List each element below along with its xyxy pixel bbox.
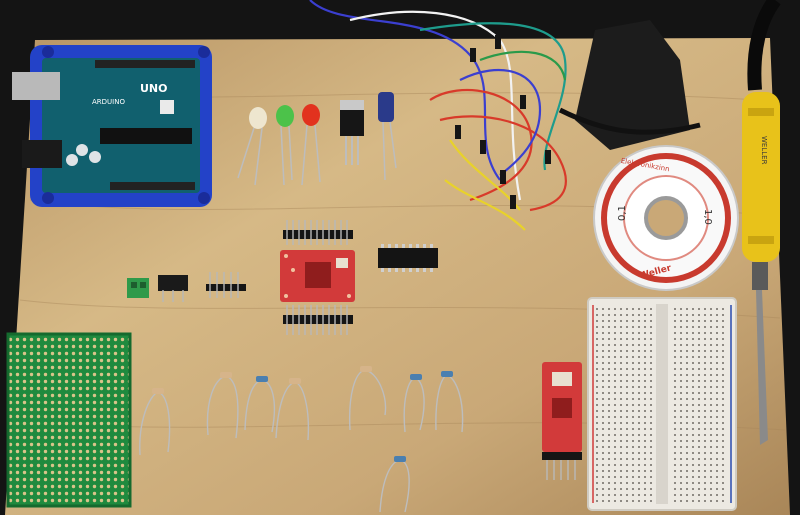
arduino-brand-text: ARDUINO <box>92 98 125 106</box>
voltage-regulator <box>340 100 364 165</box>
arduino-board: ARDUINO UNO <box>12 45 212 207</box>
electrolytic-capacitor <box>378 92 397 181</box>
breadboard <box>587 297 737 511</box>
header-pins-bottom <box>110 182 195 190</box>
led-white <box>237 107 267 186</box>
led-green <box>276 105 294 186</box>
microcontroller-chip <box>100 128 192 144</box>
jumper-header <box>158 275 188 302</box>
power-adapter <box>558 20 701 150</box>
perfboard <box>6 332 132 508</box>
soldering-iron: WELLER <box>742 0 781 445</box>
spool-diameter-text: 1,0 <box>702 209 713 225</box>
reset-button <box>160 100 174 114</box>
pin-header-top <box>283 220 353 245</box>
pin-header-bottom <box>283 305 353 335</box>
resistor-bodies <box>152 366 453 462</box>
wire-connectors <box>455 35 551 209</box>
solder-spool: Weller Elektronikzinn 1,0 0,1 <box>593 145 739 291</box>
led-red <box>301 104 321 186</box>
iron-handle <box>742 92 780 262</box>
iron-handle-text: WELLER <box>760 136 768 165</box>
dip-ic-chip <box>378 244 438 272</box>
red-breakout-module <box>280 250 355 302</box>
crystal <box>76 144 88 156</box>
power-jack <box>22 140 62 168</box>
arduino-pcb <box>42 58 200 193</box>
arduino-model-text: UNO <box>140 82 168 95</box>
screw-terminal <box>127 278 149 298</box>
usb-port <box>12 72 60 100</box>
spool-weight-text: 0,1 <box>617 205 628 221</box>
usb-serial-module <box>542 362 582 480</box>
header-pins-top <box>95 60 195 68</box>
angled-pin-header <box>206 272 246 298</box>
